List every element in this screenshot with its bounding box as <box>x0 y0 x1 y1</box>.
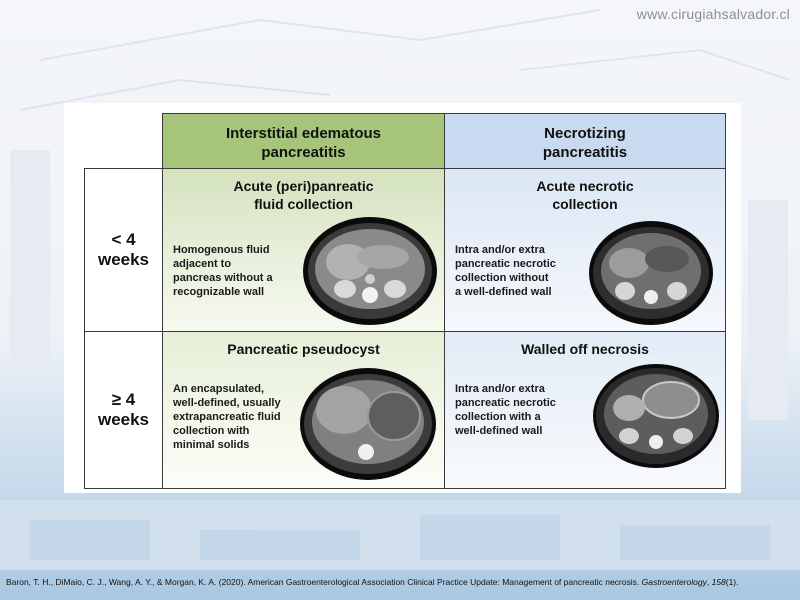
classification-table-image: Interstitial edematous pancreatitis Necr… <box>64 103 741 493</box>
citation-text: Baron, T. H., DiMaio, C. J., Wang, A. Y.… <box>6 577 640 587</box>
classification-table: Interstitial edematous pancreatitis Necr… <box>84 113 726 489</box>
cell-title: Acute (peri)panreatic fluid collection <box>233 178 374 212</box>
column-header-interstitial: Interstitial edematous pancreatitis <box>163 113 445 169</box>
table-corner <box>84 113 163 169</box>
cell-pancreatic-pseudocyst: Pancreatic pseudocyst An encapsulated, w… <box>163 332 445 489</box>
column-header-label: Interstitial edematous pancreatitis <box>225 125 382 161</box>
column-header-label: Necrotizing pancreatitis <box>542 125 628 161</box>
ct-scan-image <box>589 221 713 325</box>
cell-description: Intra and/or extra pancreatic necrotic c… <box>455 383 556 437</box>
cell-title: Pancreatic pseudocyst <box>227 341 380 357</box>
column-header-necrotizing: Necrotizing pancreatitis <box>445 113 726 169</box>
cell-walled-off-necrosis: Walled off necrosis Intra and/or extra p… <box>445 332 726 489</box>
cell-description: An encapsulated, well-defined, usually e… <box>173 383 281 451</box>
cell-acute-necrotic-collection: Acute necrotic collection Intra and/or e… <box>445 169 726 332</box>
site-url[interactable]: www.cirugiahsalvador.cl <box>636 6 790 22</box>
ct-scan-image <box>303 217 437 325</box>
row-label-under-4-weeks: < 4 weeks <box>84 169 163 332</box>
cell-acute-fluid-collection: Acute (peri)panreatic fluid collection H… <box>163 169 445 332</box>
citation-volume: 158 <box>711 577 726 587</box>
cell-title: Acute necrotic collection <box>536 178 634 212</box>
ct-scan-image <box>300 368 436 480</box>
row-label-text: < 4 weeks <box>97 230 150 269</box>
row-label-text: ≥ 4 weeks <box>97 390 150 429</box>
citation-issue: (1). <box>725 577 739 587</box>
citation: Baron, T. H., DiMaio, C. J., Wang, A. Y.… <box>6 577 739 587</box>
citation-journal: Gastroenterology <box>641 577 707 587</box>
ct-scan-image <box>593 364 719 468</box>
cell-description: Homogenous fluid adjacent to pancreas wi… <box>173 244 273 298</box>
row-label-over-4-weeks: ≥ 4 weeks <box>84 332 163 489</box>
cell-title: Walled off necrosis <box>521 341 649 357</box>
cell-description: Intra and/or extra pancreatic necrotic c… <box>455 244 556 298</box>
